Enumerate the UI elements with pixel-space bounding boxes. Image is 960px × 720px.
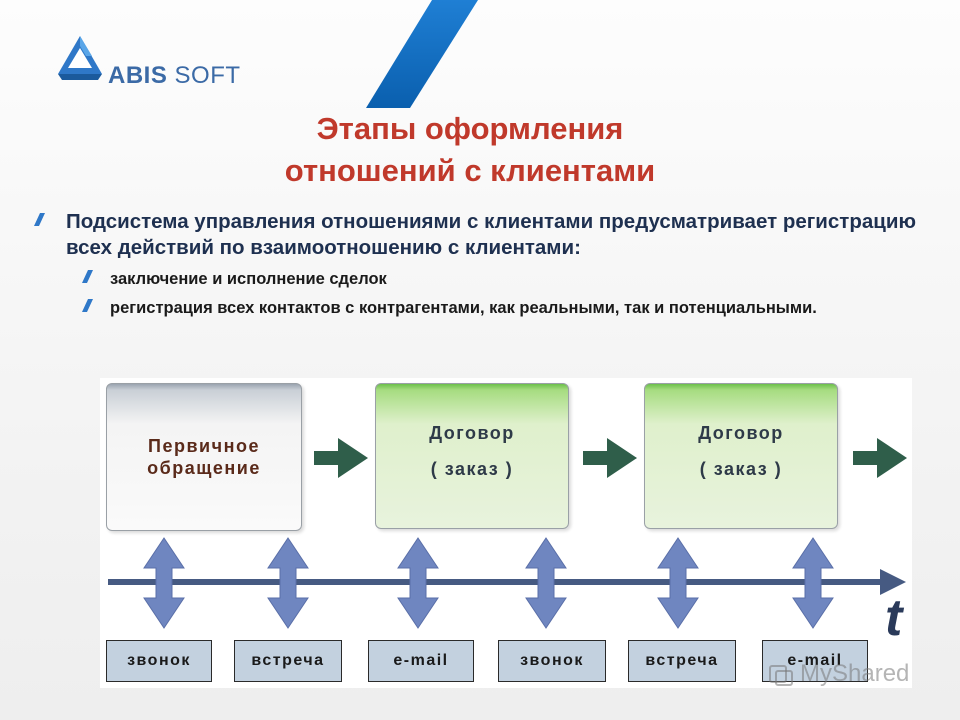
bullet-mark-icon <box>82 270 93 283</box>
stage-label-line-2: ( заказ ) <box>699 459 783 479</box>
next-stage-arrow-icon <box>314 438 368 478</box>
contact-email-2: e-mail <box>762 640 868 682</box>
next-stage-arrow-icon <box>853 438 907 478</box>
contact-meeting-1: встреча <box>234 640 342 682</box>
abis-soft-logo-icon <box>58 36 102 80</box>
double-arrow-icon <box>267 537 309 629</box>
myshared-watermark: MyShared <box>800 660 910 687</box>
time-axis-label: t <box>885 589 903 647</box>
contact-meeting-2: встреча <box>628 640 736 682</box>
title-line-2: отношений с клиентами <box>284 153 656 188</box>
stage-label-line-2: ( заказ ) <box>430 459 514 479</box>
logo-wordmark: ABIS SOFT <box>108 62 241 89</box>
bullet-mark-icon <box>82 299 93 312</box>
double-arrow-icon <box>657 537 699 629</box>
stage-label-line-2: обращение <box>147 458 261 478</box>
page-title: Этапы оформления отношений с клиентами <box>250 108 690 192</box>
double-arrow-icon <box>792 537 834 629</box>
bullet-sub-1: заключение и исполнение сделок <box>110 270 387 288</box>
bullet-main: Подсистема управления отношениями с клие… <box>66 210 916 259</box>
stage-label-line-1: Первичное <box>148 436 260 456</box>
myshared-watermark-icon <box>769 665 793 686</box>
next-stage-arrow-icon <box>583 438 637 478</box>
timeline-arrowhead-icon <box>880 569 906 595</box>
stage-label-line-1: Договор <box>698 423 784 443</box>
contact-call-1: звонок <box>106 640 212 682</box>
contact-call-2: звонок <box>498 640 606 682</box>
contact-email-1: e-mail <box>368 640 474 682</box>
stage-initial-request: Первичное обращение <box>106 383 302 531</box>
stage-label-line-1: Договор <box>429 423 515 443</box>
double-arrow-icon <box>525 537 567 629</box>
bullet-mark-icon <box>34 213 45 226</box>
bullet-sub-2: регистрация всех контактов с контрагента… <box>110 299 817 317</box>
title-line-1: Этапы оформления <box>316 111 624 146</box>
stage-contract-1: Договор ( заказ ) <box>375 383 569 529</box>
double-arrow-icon <box>397 537 439 629</box>
double-arrow-icon <box>143 537 185 629</box>
stage-contract-2: Договор ( заказ ) <box>644 383 838 529</box>
